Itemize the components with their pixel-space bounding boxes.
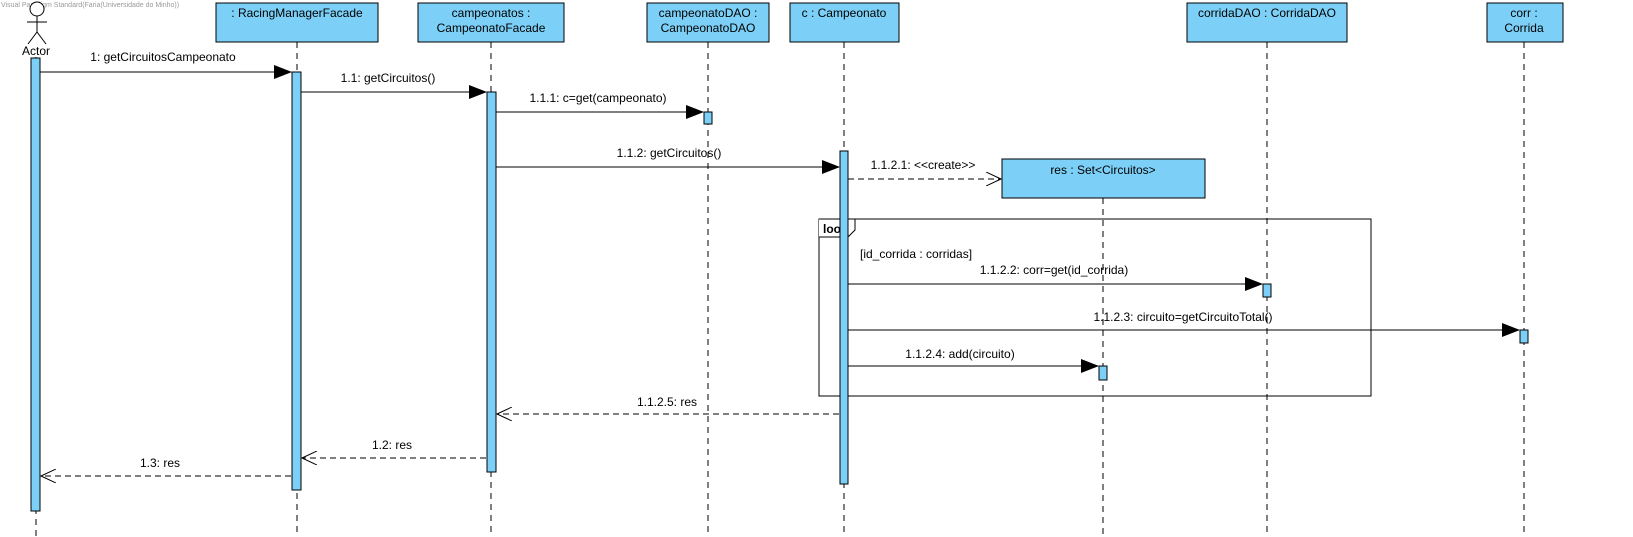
lifeline-title-line1: campeonatos : [452,6,531,20]
campeonato-activation-bar [839,150,849,485]
message-get-campeonato: 1.1.1: c=get(campeonato) [496,91,704,119]
message-label: 1.1.1: c=get(campeonato) [529,91,666,105]
lifeline-title-line1: corr : [1510,6,1537,20]
stick-figure-icon [27,1,47,45]
lifeline-corrida: corr : Corrida [1486,2,1564,537]
message-get-circuitos-campeonato: 1: getCircuitosCampeonato [40,50,292,79]
lifeline-head [789,2,900,43]
lifeline-corrida-dao: corridaDAO : CorridaDAO [1186,2,1348,537]
message-return-res-1: 1.1.2.5: res [497,395,839,414]
message-label: 1.1.2.5: res [637,395,697,409]
message-return-res-3: 1.3: res [41,456,291,476]
lifeline-title-line2: CampeonatoFacade [437,21,546,35]
activation-bar [1262,283,1272,298]
activation-bar [291,71,302,491]
lifeline-title: corridaDAO : CorridaDAO [1198,6,1336,20]
lifeline-campeonato-facade: campeonatos : CampeonatoFacade [417,2,565,537]
message-get-corrida: 1.1.2.2: corr=get(id_corrida) [848,263,1263,291]
lifeline-head [215,2,379,43]
loop-frame [818,218,1372,397]
message-create-set: 1.1.2.1: <<create>> [848,158,1001,179]
lifeline-result-set: res : Set<Circuitos> [1001,158,1206,537]
message-label: 1: getCircuitosCampeonato [90,50,236,64]
lifeline-head [417,2,565,43]
lifeline-head [1186,2,1348,43]
lifeline-racing-manager-facade: : RacingManagerFacade [215,2,379,537]
message-label: 1.1.2.2: corr=get(id_corrida) [980,263,1128,277]
message-campeonato-get-circuitos: 1.1.2: getCircuitos() [496,146,840,174]
loop-guard: [id_corrida : corridas] [860,247,972,261]
message-label: 1.1.2.3: circuito=getCircuitoTotal() [1093,310,1272,324]
lifeline-title: : RacingManagerFacade [231,6,363,20]
activation-bar [486,91,497,473]
lifeline-title-line2: Corrida [1504,21,1544,35]
message-add-circuito: 1.1.2.4: add(circuito) [848,347,1099,373]
message-label: 1.1.2: getCircuitos() [617,146,722,160]
activation-bar [1519,329,1529,344]
message-get-circuitos: 1.1: getCircuitos() [301,71,487,99]
lifeline-title-line2: CampeonatoDAO [661,21,756,35]
message-get-circuito-total: 1.1.2.3: circuito=getCircuitoTotal() [848,310,1520,337]
lifeline-head [1486,2,1564,43]
lifeline-campeonato-dao: campeonatoDAO : CampeonatoDAO [646,2,770,537]
lifeline-title-line1: campeonatoDAO : [659,6,758,20]
loop-fragment: loop [id_corrida : corridas] [818,218,1372,397]
lifeline-head [646,2,770,43]
activation-bar [703,111,713,125]
actor-activation [30,57,41,512]
message-label: 1.1.2.4: add(circuito) [905,347,1014,361]
message-label: 1.1: getCircuitos() [341,71,436,85]
message-return-res-2: 1.2: res [302,438,486,458]
message-label: 1.1.2.1: <<create>> [871,158,976,172]
message-label: 1.3: res [140,456,180,470]
activation-bar [1098,365,1108,381]
lifeline-title: c : Campeonato [802,6,887,20]
lifeline-head [1001,158,1206,199]
actor-label: Actor [22,44,50,58]
watermark: Visual Paradigm Standard(Faria(Universid… [1,2,180,9]
message-label: 1.2: res [372,438,412,452]
lifeline-title: res : Set<Circuitos> [1050,163,1155,177]
actor: Actor [22,1,50,537]
